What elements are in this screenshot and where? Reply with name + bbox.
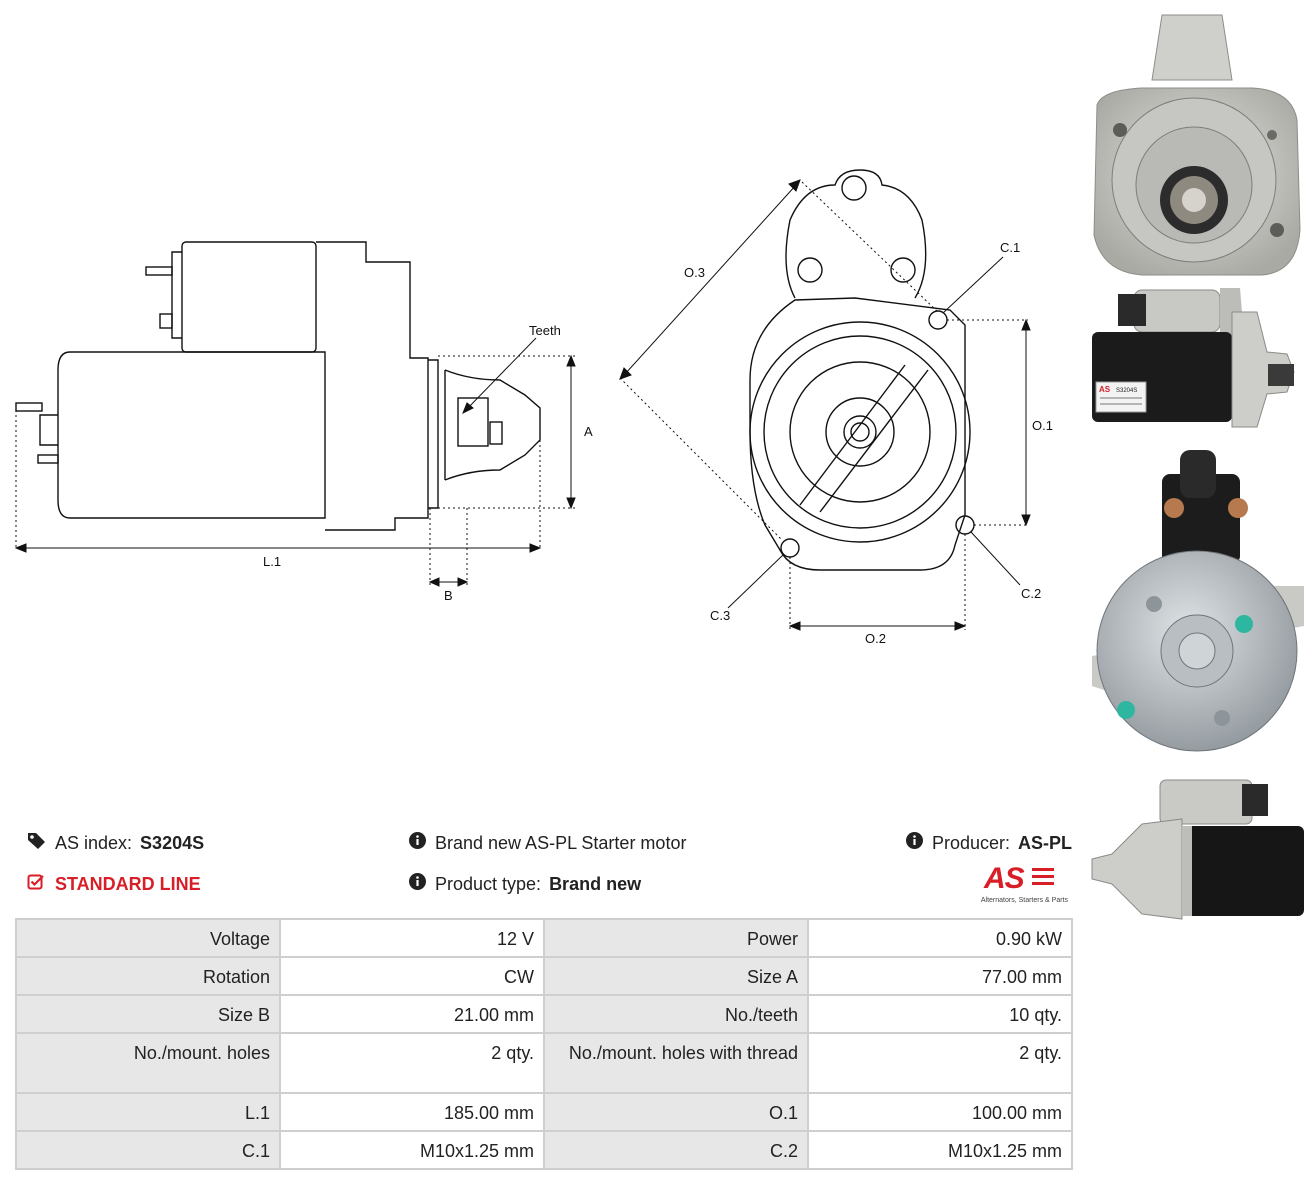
table-row: No./mount. holes 2 qty. No./mount. holes… (17, 1034, 1071, 1092)
spec-label: No./mount. holes (17, 1034, 279, 1092)
teeth-label: Teeth (529, 323, 561, 338)
spec-label: C.1 (17, 1132, 279, 1168)
spec-value: 21.00 mm (281, 996, 543, 1032)
dimension-c3-label: C.3 (710, 608, 730, 623)
spec-value: 77.00 mm (809, 958, 1071, 994)
dimension-c1-label: C.1 (1000, 240, 1020, 255)
spec-value: CW (281, 958, 543, 994)
dimension-l1-label: L.1 (263, 554, 281, 569)
spec-value: 0.90 kW (809, 920, 1071, 956)
producer-row: Producer: AS-PL (906, 832, 1072, 854)
product-photo-drive-end (1093, 14, 1301, 276)
product-type-value: Brand new (549, 873, 642, 894)
spec-label: No./teeth (545, 996, 807, 1032)
dimension-o2-label: O.2 (865, 631, 886, 646)
spec-label: L.1 (17, 1094, 279, 1130)
spec-label: Power (545, 920, 807, 956)
as-index-row: AS index: S3204S (27, 832, 204, 855)
dimension-o3-label: O.3 (684, 265, 705, 280)
product-photo-side-2 (1091, 779, 1304, 920)
table-row: Rotation CW Size A 77.00 mm (17, 958, 1071, 994)
product-photo-rear (1092, 450, 1304, 752)
spec-value: 2 qty. (809, 1034, 1071, 1092)
spec-label: Size A (545, 958, 807, 994)
side-view-drawing: Teeth A L.1 B (14, 241, 593, 603)
as-index-value: S3204S (140, 833, 205, 853)
logo-tagline: Alternators, Starters & Parts (980, 897, 1068, 904)
checkbox-icon (27, 873, 47, 896)
spec-value: M10x1.25 mm (809, 1132, 1071, 1168)
specifications-table: Voltage 12 V Power 0.90 kW Rotation CW S… (15, 918, 1073, 1170)
photo-label-code: S3204S (1116, 388, 1137, 394)
description-row: Brand new AS-PL Starter motor (409, 832, 686, 854)
spec-label: Rotation (17, 958, 279, 994)
spec-label: No./mount. holes with thread (545, 1034, 807, 1092)
table-row: Size B 21.00 mm No./teeth 10 qty. (17, 996, 1071, 1032)
front-view-drawing: O.3 C.1 O.1 C.2 C.3 O.2 (619, 169, 1053, 646)
spec-label: Voltage (17, 920, 279, 956)
producer-label: Producer: (932, 832, 1011, 853)
table-row: L.1 185.00 mm O.1 100.00 mm (17, 1094, 1071, 1130)
spec-label: Size B (17, 996, 279, 1032)
info-icon (906, 832, 924, 854)
spec-value: M10x1.25 mm (281, 1132, 543, 1168)
spec-value: 185.00 mm (281, 1094, 543, 1130)
dimension-a-label: A (584, 424, 593, 439)
as-pl-logo: AS Alternators, Starters & Parts (962, 864, 1068, 908)
info-icon (409, 873, 427, 895)
spec-label: O.1 (545, 1094, 807, 1130)
info-icon (409, 832, 427, 854)
spec-value: 12 V (281, 920, 543, 956)
photo-label-brand: AS (1099, 385, 1111, 394)
spec-label: C.2 (545, 1132, 807, 1168)
product-line-label: STANDARD LINE (55, 874, 201, 894)
dimension-o1-label: O.1 (1032, 418, 1053, 433)
spec-value: 2 qty. (281, 1034, 543, 1092)
logo-mark: AS (984, 862, 1025, 895)
product-line-row: STANDARD LINE (27, 873, 201, 896)
dimension-b-label: B (444, 588, 453, 603)
product-photo-side: AS S3204S (1092, 288, 1295, 428)
product-type-label: Product type: (435, 873, 542, 894)
table-row: C.1 M10x1.25 mm C.2 M10x1.25 mm (17, 1132, 1071, 1168)
producer-value: AS-PL (1018, 832, 1073, 853)
description-text: Brand new AS-PL Starter motor (435, 832, 687, 853)
dimension-c2-label: C.2 (1021, 586, 1041, 601)
product-type-row: Product type: Brand new (409, 873, 641, 895)
spec-value: 10 qty. (809, 996, 1071, 1032)
spec-value: 100.00 mm (809, 1094, 1071, 1130)
tags-icon (27, 832, 47, 855)
table-row: Voltage 12 V Power 0.90 kW (17, 920, 1071, 956)
as-index-label: AS index: (55, 833, 133, 853)
